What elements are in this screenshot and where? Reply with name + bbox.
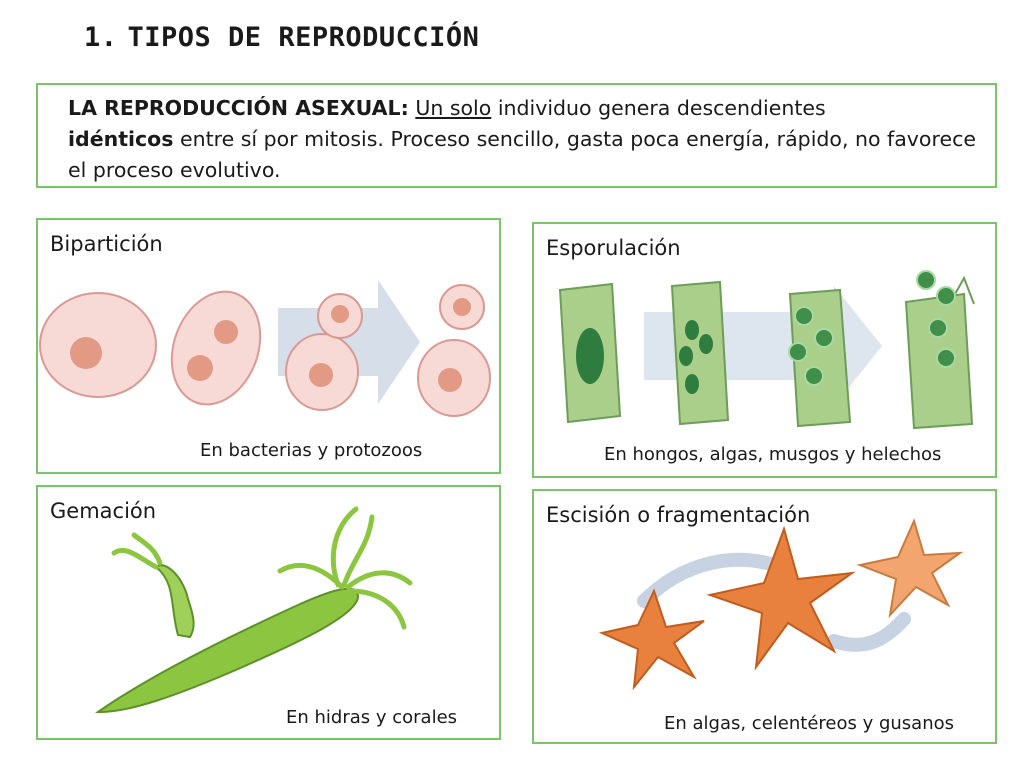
panel-title: Escisión o fragmentación [546,503,811,527]
plant-cell [558,282,622,424]
hydra-bud [154,564,195,639]
intro-bold: idénticos [68,127,174,151]
fragmentation-illustration [598,518,964,691]
panel-gemacion: Gemación En hidras y corales [36,485,501,740]
intro-text-2: entre sí por mitosis. Proceso sencillo, … [68,127,976,182]
nucleus [438,368,462,392]
intro-lead: LA REPRODUCCIÓN ASEXUAL: [68,96,409,120]
panel-biparticion: Bipartición En bacterias y protozoos [36,218,501,474]
starfish-fragment [598,588,705,691]
panel-caption: En bacterias y protozoos [200,440,423,461]
plant-cell [670,280,730,426]
cycle-arrow [637,552,781,608]
nucleus [331,305,349,323]
title-text: TIPOS DE REPRODUCCIÓN [127,22,480,53]
dividing-cell [170,290,262,406]
panel-caption: En hongos, algas, musgos y helechos [604,444,942,465]
intro-text-1: individuo genera descendientes [491,96,826,120]
panel-title: Esporulación [546,236,681,260]
plant-cell [788,288,852,428]
starfish [706,525,856,671]
intro-underlined: Un solo [415,96,492,120]
plant-cell [904,270,975,430]
budding-illustration [94,506,413,714]
nucleus [214,320,238,344]
nucleus [453,298,471,316]
tentacles [111,506,413,630]
nucleus [309,363,333,387]
hydra-body [94,587,360,714]
panel-escision: Escisión o fragmentación En algas, celen… [532,489,997,744]
panel-esporulacion: Esporulación En hongo [532,222,997,478]
nucleus [70,337,102,369]
panel-caption: En algas, celentéreos y gusanos [664,713,955,734]
title-number: 1. [84,22,118,53]
sporulation-illustration [558,270,975,430]
panel-title: Bipartición [50,232,163,256]
binary-fission-illustration [39,280,491,417]
intro-box: LA REPRODUCCIÓN ASEXUAL: Un solo individ… [36,83,997,188]
panel-caption: En hidras y corales [286,707,458,728]
nucleus [187,355,213,381]
starfish-regenerated [856,518,964,619]
page-title: 1. TIPOS DE REPRODUCCIÓN [84,22,479,53]
cycle-arrow [827,612,911,652]
panel-title: Gemación [50,499,157,523]
